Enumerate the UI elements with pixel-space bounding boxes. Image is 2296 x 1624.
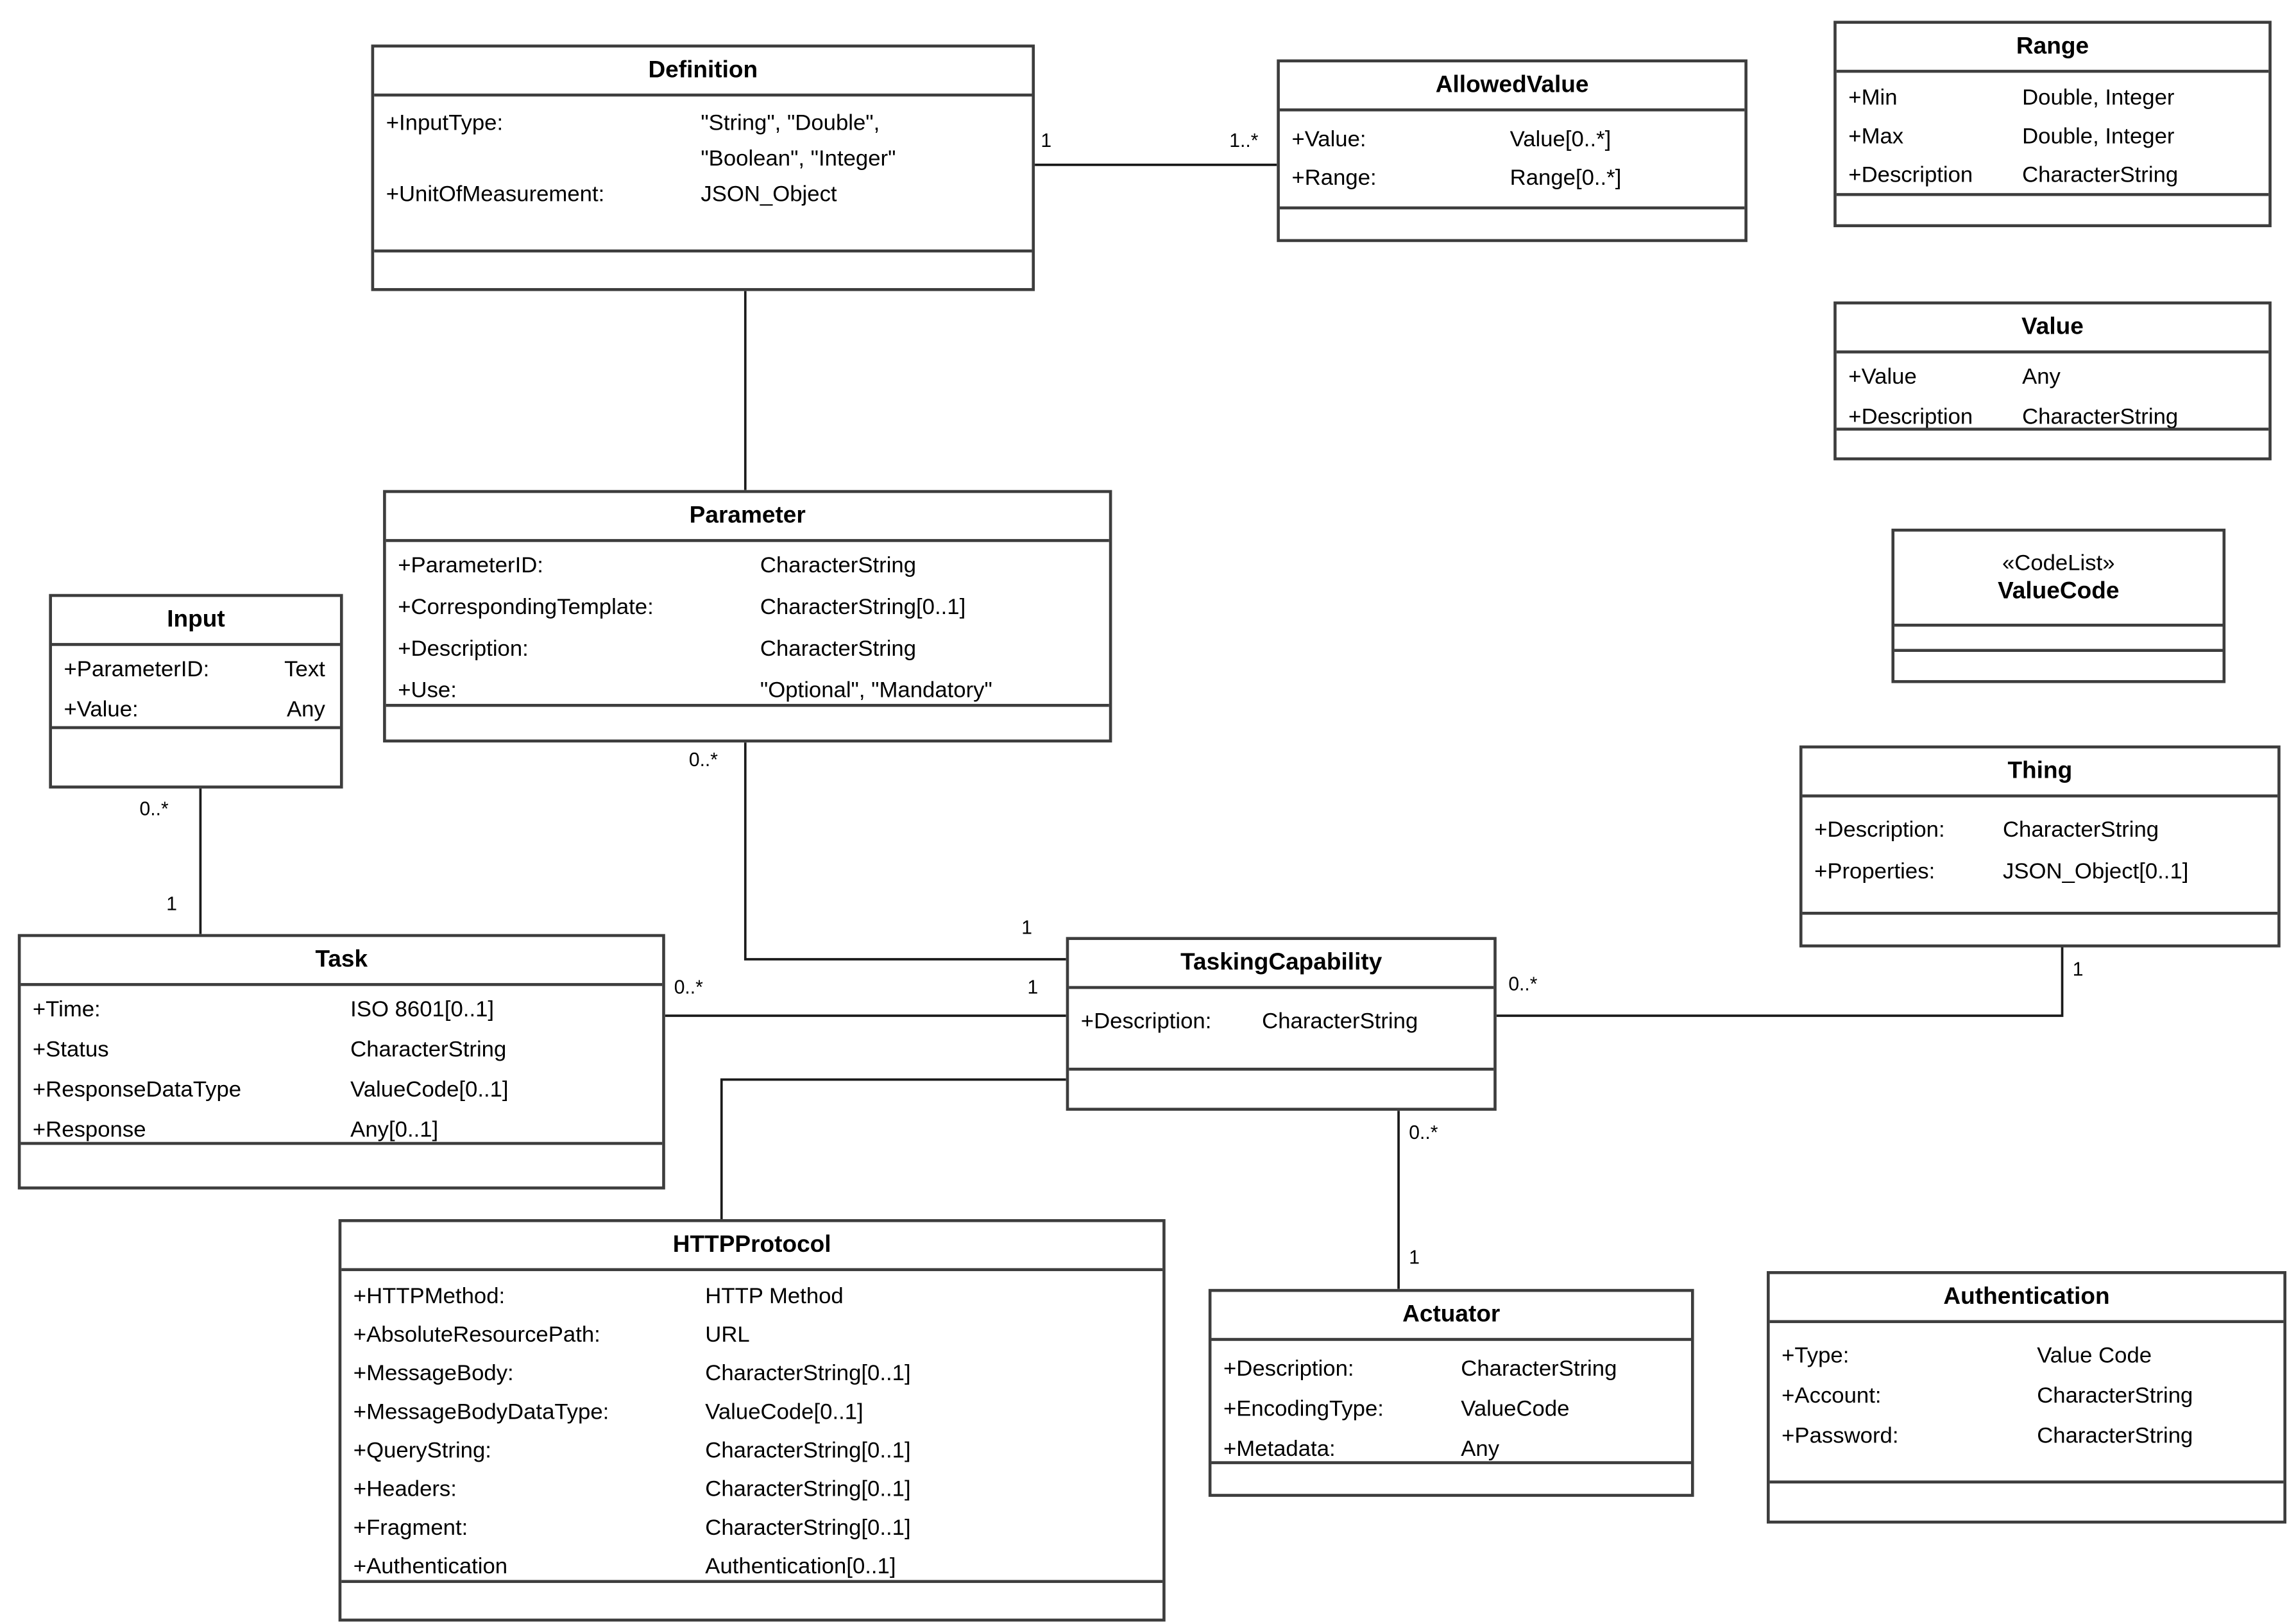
association-parameter-taskingcapability: [744, 742, 1066, 961]
class-title: Parameter: [386, 493, 1109, 542]
class-allowedvalue: AllowedValue +Value: Value[0..*] +Range:…: [1277, 59, 1748, 243]
operations-compartment: [1211, 1461, 1691, 1494]
class-title: AllowedValue: [1279, 62, 1745, 112]
class-httpprotocol: HTTPProtocol +HTTPMethod: HTTP Method +A…: [338, 1219, 1166, 1622]
attribute-row: +MessageBodyDataType: ValueCode[0..1]: [353, 1399, 863, 1425]
operations-compartment: [21, 1141, 663, 1186]
attribute-row: +Headers: CharacterString[0..1]: [353, 1476, 911, 1502]
attribute-row: +Status CharacterString: [32, 1036, 507, 1062]
operations-compartment: [374, 249, 1032, 288]
attribute-row: +Range: Range[0..*]: [1291, 166, 1622, 191]
attribute-row: +Description CharacterString: [1848, 162, 2179, 188]
class-definition: Definition +InputType: "String", "Double…: [371, 44, 1035, 291]
attribute-row: +Description: CharacterString: [1223, 1355, 1617, 1381]
attribute-row: +Account: CharacterString: [1782, 1382, 2193, 1408]
attribute-row: +Type: Value Code: [1782, 1342, 2152, 1368]
class-range: Range +Min Double, Integer +Max Double, …: [1833, 21, 2272, 228]
multiplicity-label: 1: [1409, 1245, 1420, 1269]
attributes-compartment: [1894, 627, 2222, 649]
attribute-row: +Password: CharacterString: [1782, 1423, 2193, 1448]
attribute-row: +EncodingType: ValueCode: [1223, 1396, 1570, 1421]
multiplicity-label: 0..*: [139, 797, 169, 820]
multiplicity-label: 0..*: [1409, 1121, 1438, 1144]
operations-compartment: [1836, 427, 2269, 457]
operations-compartment: [1836, 192, 2269, 225]
attribute-row: +Description: CharacterString: [398, 636, 917, 662]
operations-compartment: [386, 703, 1109, 740]
multiplicity-label: 1: [1041, 129, 1052, 152]
attribute-row: +Metadata: Any: [1223, 1435, 1500, 1462]
attribute-row: +CorrespondingTemplate: CharacterString[…: [398, 594, 966, 620]
attribute-row: +Time: ISO 8601[0..1]: [32, 996, 495, 1022]
multiplicity-label: 1: [2072, 957, 2084, 980]
class-actuator: Actuator +Description: CharacterString +…: [1208, 1288, 1694, 1497]
attribute-row: +HTTPMethod: HTTP Method: [353, 1283, 844, 1310]
attribute-row: +Response Any[0..1]: [32, 1116, 439, 1142]
multiplicity-label: 0..*: [688, 748, 719, 771]
attribute-row: +ResponseDataType ValueCode[0..1]: [32, 1076, 509, 1102]
attribute-row: +Properties: JSON_Object[0..1]: [1814, 859, 2189, 885]
class-title: TaskingCapability: [1069, 940, 1494, 989]
operations-compartment: [1894, 649, 2223, 680]
attribute-row: +InputType: "String", "Double",: [386, 110, 880, 136]
class-task: Task +Time: ISO 8601[0..1] +Status Chara…: [17, 934, 665, 1190]
attribute-row: +Min Double, Integer: [1848, 85, 2175, 111]
association-taskingcapability-thing: [1496, 947, 2064, 1017]
attribute-row: +Max Double, Integer: [1848, 124, 2175, 150]
operations-compartment: [1279, 206, 1745, 239]
attribute-row: "Boolean", "Integer": [701, 146, 896, 172]
attribute-row: +QueryString: CharacterString[0..1]: [353, 1438, 911, 1464]
operations-compartment: [341, 1580, 1163, 1618]
attribute-row: +AbsoluteResourcePath: URL: [353, 1322, 750, 1348]
class-parameter: Parameter +ParameterID: CharacterString …: [383, 490, 1112, 743]
class-title: Task: [21, 937, 663, 986]
class-title: «CodeList» ValueCode: [1894, 532, 2223, 627]
attribute-row: +Authentication Authentication[0..1]: [353, 1553, 896, 1580]
multiplicity-label: 1: [1027, 975, 1039, 998]
class-title: Authentication: [1769, 1274, 2284, 1324]
class-title: Value: [1836, 304, 2269, 354]
class-title: HTTPProtocol: [341, 1222, 1163, 1272]
class-valuecode: «CodeList» ValueCode: [1891, 528, 2226, 683]
multiplicity-label: 0..*: [1508, 972, 1538, 995]
class-taskingcapability: TaskingCapability +Description: Characte…: [1066, 937, 1497, 1111]
multiplicity-label: 0..*: [674, 975, 703, 998]
operations-compartment: [1069, 1067, 1494, 1107]
class-title: Thing: [1802, 748, 2278, 798]
association-httpprotocol-taskingcapability: [720, 1078, 1066, 1220]
multiplicity-label: 1: [1021, 916, 1032, 939]
operations-compartment: [1802, 911, 2278, 944]
multiplicity-label: 1..*: [1229, 129, 1259, 152]
attribute-row: +ParameterID: Text: [64, 656, 325, 682]
class-thing: Thing +Description: CharacterString +Pro…: [1799, 745, 2281, 948]
attribute-row: +Value: Value[0..*]: [1291, 126, 1611, 153]
class-title: Input: [52, 597, 340, 646]
attribute-row: +MessageBody: CharacterString[0..1]: [353, 1361, 911, 1387]
attribute-row: +Fragment: CharacterString[0..1]: [353, 1515, 911, 1541]
class-title: Actuator: [1211, 1292, 1691, 1341]
stereotype-label: «CodeList»: [2002, 550, 2115, 576]
attribute-row: +Description CharacterString: [1848, 404, 2179, 428]
attribute-row: +Value: Any: [64, 696, 325, 722]
attribute-row: +Value Any: [1848, 364, 2061, 389]
attribute-row: +Description: CharacterString: [1814, 817, 2159, 843]
operations-compartment: [1769, 1480, 2284, 1520]
attribute-row: +Use: "Optional", "Mandatory": [398, 678, 992, 703]
attribute-row: +ParameterID: CharacterString: [398, 553, 917, 579]
attribute-row: +Description: CharacterString: [1080, 1009, 1418, 1034]
multiplicity-label: 1: [166, 892, 177, 915]
class-authentication: Authentication +Type: Value Code +Accoun…: [1767, 1271, 2287, 1524]
attribute-row: +UnitOfMeasurement: JSON_Object: [386, 182, 837, 207]
class-title: Definition: [374, 47, 1032, 97]
operations-compartment: [52, 726, 340, 786]
class-input: Input +ParameterID: Text +Value: Any: [49, 594, 343, 789]
class-title: Range: [1836, 24, 2269, 73]
class-value: Value +Value Any +Description CharacterS…: [1833, 301, 2272, 461]
